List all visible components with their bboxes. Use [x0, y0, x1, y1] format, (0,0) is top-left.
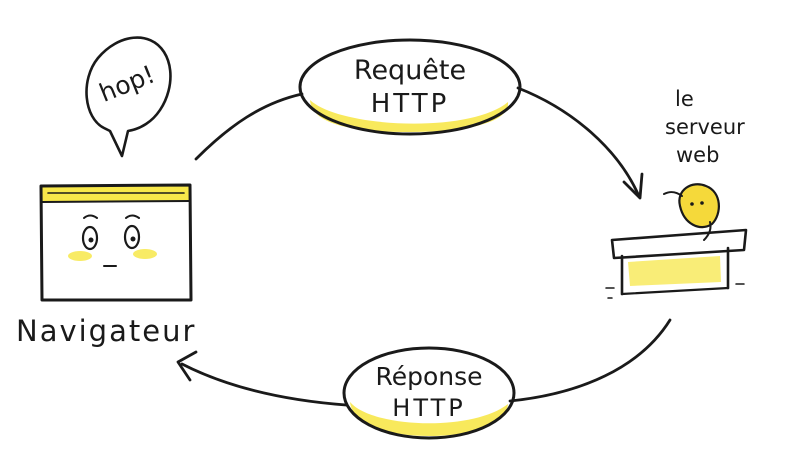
server-label-line1: le: [675, 87, 694, 111]
server-label-line2: serveur: [665, 115, 745, 139]
request-bubble: Requête HTTP: [300, 40, 520, 134]
speech-bubble-text: hop!: [95, 60, 159, 108]
browser-label: Navigateur: [16, 314, 196, 348]
server-desk-icon: [606, 230, 746, 298]
server-label-line3: web: [676, 143, 719, 167]
server-label: le serveur web: [665, 87, 745, 167]
response-label-line1: Réponse: [375, 362, 482, 391]
response-bubble: Réponse HTTP: [344, 348, 514, 438]
request-label-line1: Requête: [354, 55, 466, 86]
speech-bubble-icon: hop!: [87, 38, 171, 156]
response-label-line2: HTTP: [392, 394, 465, 422]
browser-window-icon: [41, 185, 191, 300]
request-label-line2: HTTP: [371, 89, 450, 119]
smiling-face-icon: [68, 216, 157, 267]
